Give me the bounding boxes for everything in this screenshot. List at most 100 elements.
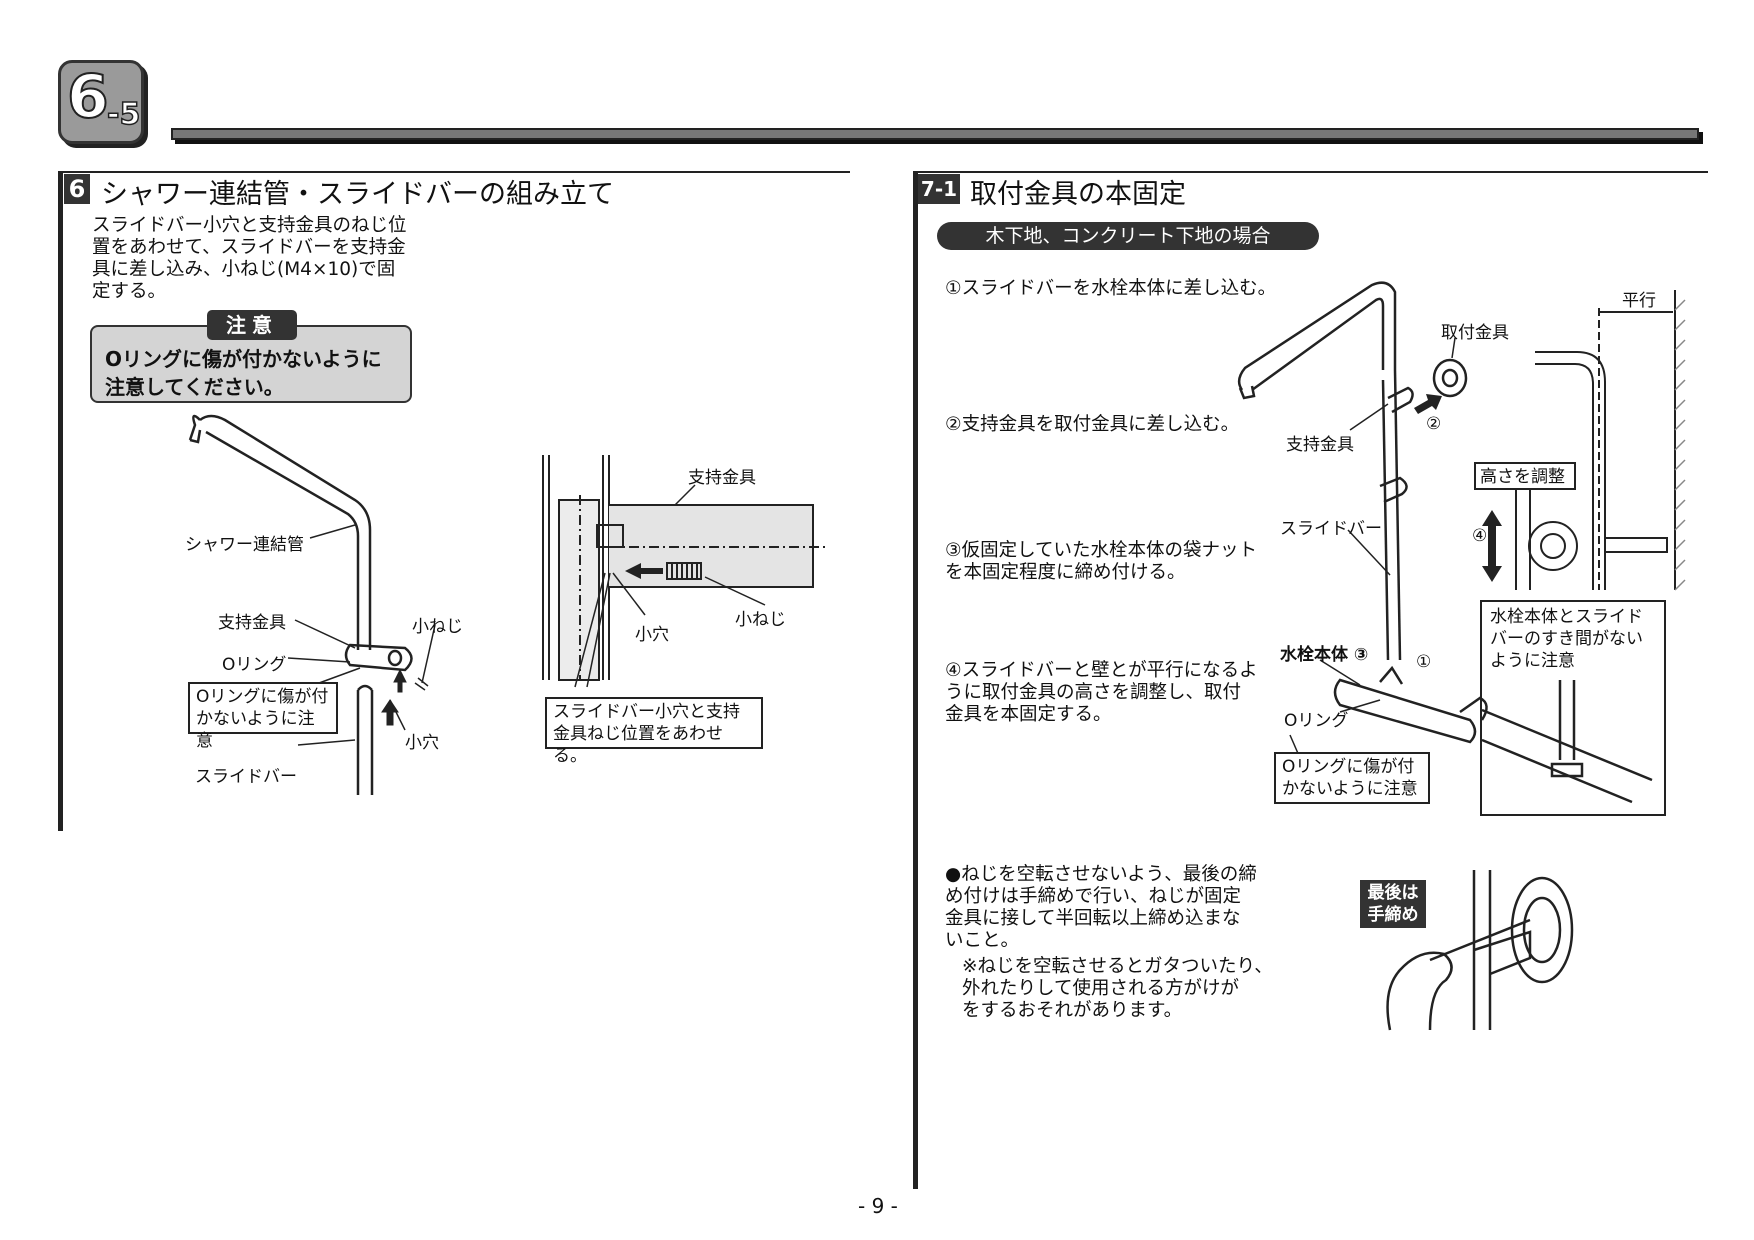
shower-pipe-inner xyxy=(205,430,360,650)
label-cs-note: スライドバー小穴と支持 金具ねじ位置をあわせる。 xyxy=(545,697,763,766)
faucet-handle xyxy=(1379,665,1404,685)
leader-o-ring xyxy=(287,657,351,663)
arrow-left xyxy=(625,563,663,579)
hand-tighten-badge: 最後は 手締め xyxy=(1360,880,1426,928)
leader-slide-bar xyxy=(297,739,356,746)
label-o-ring-7: Oリング xyxy=(1284,711,1349,731)
cross-section-figure xyxy=(542,455,825,688)
ht-plate xyxy=(1510,876,1574,984)
arm-tip xyxy=(1238,385,1256,400)
label-cs-support-bracket: 支持金具 xyxy=(688,468,756,488)
section-badge-sub: -5 xyxy=(106,96,141,133)
leader-cs-note-a xyxy=(574,572,606,688)
slide-bar-top xyxy=(357,684,373,691)
section7-rule xyxy=(913,171,1708,173)
bar-wall-right xyxy=(602,455,610,680)
label-parallel: 平行 xyxy=(1622,291,1656,311)
label-shower-pipe: シャワー連結管 xyxy=(185,535,304,555)
ht-hand xyxy=(1386,951,1453,1031)
leader-cs-note-b xyxy=(586,572,611,688)
support-bracket-shape xyxy=(344,643,413,672)
leader-small-hole xyxy=(389,699,406,731)
leader-cs-screw xyxy=(704,576,766,606)
label-small-hole: 小穴 xyxy=(405,733,439,753)
screw-shape xyxy=(414,677,429,691)
bar-wall-left xyxy=(542,455,550,680)
label-circle-4: ④ xyxy=(1472,526,1488,546)
section6-instruction: スライドバー小穴と支持金具のねじ位 置をあわせて、スライドバーを支持金 具に差し… xyxy=(92,215,407,302)
pa-wall-hatch xyxy=(1674,299,1686,591)
gap-detail-figure xyxy=(1481,680,1653,804)
gd-nut xyxy=(1550,762,1584,778)
tightening-subnote: ※ねじを空転させるとガタついたり、 外れたりして使用される方がけが をするおそれ… xyxy=(962,956,1273,1021)
header-bar xyxy=(171,128,1699,140)
section6-number: 6 xyxy=(64,174,90,204)
slide-bar-right xyxy=(1381,379,1390,661)
arm-outer xyxy=(1237,281,1397,391)
section6-vrule xyxy=(58,171,63,831)
gd-body xyxy=(1481,708,1653,804)
hole-insert xyxy=(596,524,624,548)
caution-text: Oリングに傷が付かないように 注意してください。 xyxy=(105,347,382,399)
step-3: ③仮固定していた水栓本体の袋ナット を本固定程度に締め付ける。 xyxy=(945,540,1258,583)
label-height-adjust: 高さを調整 xyxy=(1474,462,1576,490)
arrow-up-1 xyxy=(381,699,399,726)
label-o-ring: Oリング xyxy=(222,655,287,675)
ht-plate-inner xyxy=(1522,896,1562,964)
label-mount-bracket: 取付金具 xyxy=(1441,323,1509,343)
arm-inner xyxy=(1251,297,1385,392)
support-bracket-upper xyxy=(1387,386,1414,414)
step-1: ①スライドバーを水栓本体に差し込む。 xyxy=(945,278,1277,299)
ha-plate xyxy=(1528,521,1578,571)
leader-mount-bracket xyxy=(1451,337,1456,359)
label-circle-1: ① xyxy=(1416,652,1432,672)
section7-title: 取付金具の本固定 xyxy=(970,179,1186,210)
ha-plate-inner xyxy=(1540,533,1566,559)
label-faucet-body: 水栓本体 ③ xyxy=(1280,645,1369,665)
leader-cs-bracket xyxy=(674,484,696,506)
leader-support-bracket xyxy=(294,619,356,649)
arrow-up-2 xyxy=(393,668,407,693)
gap-detail-box xyxy=(1480,600,1666,816)
hand-tighten-figure xyxy=(1386,870,1574,1031)
label-support-bracket: 支持金具 xyxy=(218,613,286,633)
leader-slide-bar-7 xyxy=(1347,529,1391,576)
slide-bar-shape xyxy=(356,690,374,795)
step-2: ②支持金具を取付金具に差し込む。 xyxy=(945,414,1240,435)
pa-bar-outer xyxy=(1535,351,1606,590)
section7-vrule xyxy=(913,171,918,1189)
pipe-end xyxy=(189,429,202,444)
label-support-bracket-7: 支持金具 xyxy=(1286,435,1354,455)
leader-support-bracket-7 xyxy=(1349,403,1389,431)
ha-bar-left xyxy=(1515,490,1531,590)
screw-threads xyxy=(671,563,698,579)
shower-pipe-figure xyxy=(188,414,436,795)
ha-arrow xyxy=(1482,510,1502,582)
step-4: ④スライドバーと壁とが平行になるよ うに取付金具の高さを調整し、取付 金具を本固… xyxy=(945,660,1258,725)
pa-bar-inner xyxy=(1535,363,1594,590)
section7-subtitle: 木下地、コンクリート下地の場合 xyxy=(937,222,1319,250)
ht-bracket xyxy=(1473,930,1532,976)
section6-title: シャワー連結管・スライドバーの組み立て xyxy=(101,179,614,210)
slide-bar-left xyxy=(1393,369,1402,661)
tightening-note: ●ねじを空転させないよう、最後の締 め付けは手締めで行い、ねじが固定 金具に接し… xyxy=(945,864,1257,951)
label-o-ring-note: Oリングに傷が付 かないように注意 xyxy=(188,682,338,751)
screw-body xyxy=(666,562,702,580)
mount-bracket-shape xyxy=(1432,358,1468,398)
caution-label: 注意 xyxy=(207,310,297,340)
label-small-screw: 小ねじ xyxy=(412,617,463,637)
height-adjust-figure xyxy=(1482,490,1578,590)
leader-small-screw xyxy=(421,624,436,684)
label-cs-small-screw: 小ねじ xyxy=(735,610,786,630)
faucet-body xyxy=(1333,678,1477,744)
parallel-figure xyxy=(1535,290,1686,591)
section-badge-main: 6 xyxy=(66,62,110,132)
label-o-ring-note-7: Oリングに傷が付 かないように注意 xyxy=(1274,752,1430,804)
page-number: - 9 - xyxy=(858,1194,898,1218)
shower-pipe-outer xyxy=(188,414,372,650)
leader-faucet-body xyxy=(1319,659,1361,686)
install-figure xyxy=(1237,281,1488,759)
leader-shower-pipe xyxy=(309,524,356,539)
section6-rule xyxy=(58,171,850,173)
section-badge: 6 -5 xyxy=(58,60,144,144)
